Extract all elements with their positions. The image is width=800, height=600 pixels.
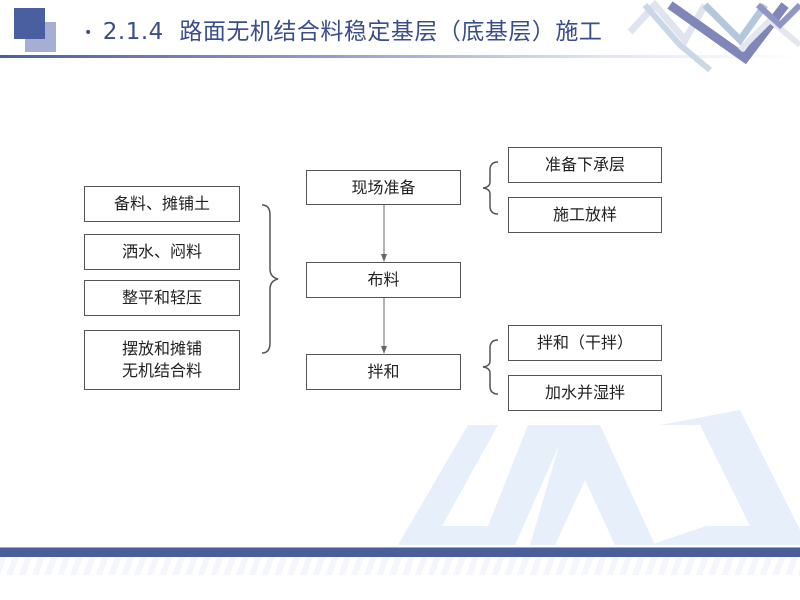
- left-brace-icon: [261, 204, 279, 354]
- header-chevron-decoration-icon: [627, 0, 800, 73]
- watermark-logo-icon: [398, 410, 800, 545]
- flow-step-mix: 拌和: [306, 354, 461, 390]
- header-divider: [0, 55, 800, 58]
- section-number: 2.1.4: [102, 19, 164, 45]
- arrow-down-icon: [381, 346, 387, 354]
- title-text: 路面无机结合料稳定基层（底基层）施工: [179, 19, 603, 45]
- flow-step-site-prep: 现场准备: [306, 170, 461, 205]
- footer-band: [0, 547, 800, 557]
- left-step-4: 摆放和摊铺 无机结合料: [84, 330, 240, 390]
- title-bullet: •: [84, 24, 93, 41]
- left-step-1: 备料、摊铺土: [84, 186, 240, 222]
- sub-step-wet-mix: 加水并湿拌: [508, 375, 662, 411]
- sub-step-layout: 施工放样: [508, 197, 662, 233]
- arrow-down-icon: [381, 254, 387, 262]
- header-square-dark: [14, 8, 45, 39]
- left-step-2: 洒水、闷料: [84, 234, 240, 270]
- right-bottom-brace-icon: [482, 339, 499, 395]
- sub-step-prepare-base: 准备下承层: [508, 147, 662, 183]
- flow-arrows: [381, 205, 387, 354]
- left-step-3: 整平和轻压: [84, 280, 240, 316]
- sub-step-dry-mix: 拌和（干拌）: [508, 325, 662, 361]
- flow-step-distribute: 布料: [306, 262, 461, 298]
- footer-pattern: [0, 557, 800, 575]
- right-top-brace-icon: [482, 161, 499, 215]
- page-title: • 2.1.4 路面无机结合料稳定基层（底基层）施工: [84, 14, 602, 50]
